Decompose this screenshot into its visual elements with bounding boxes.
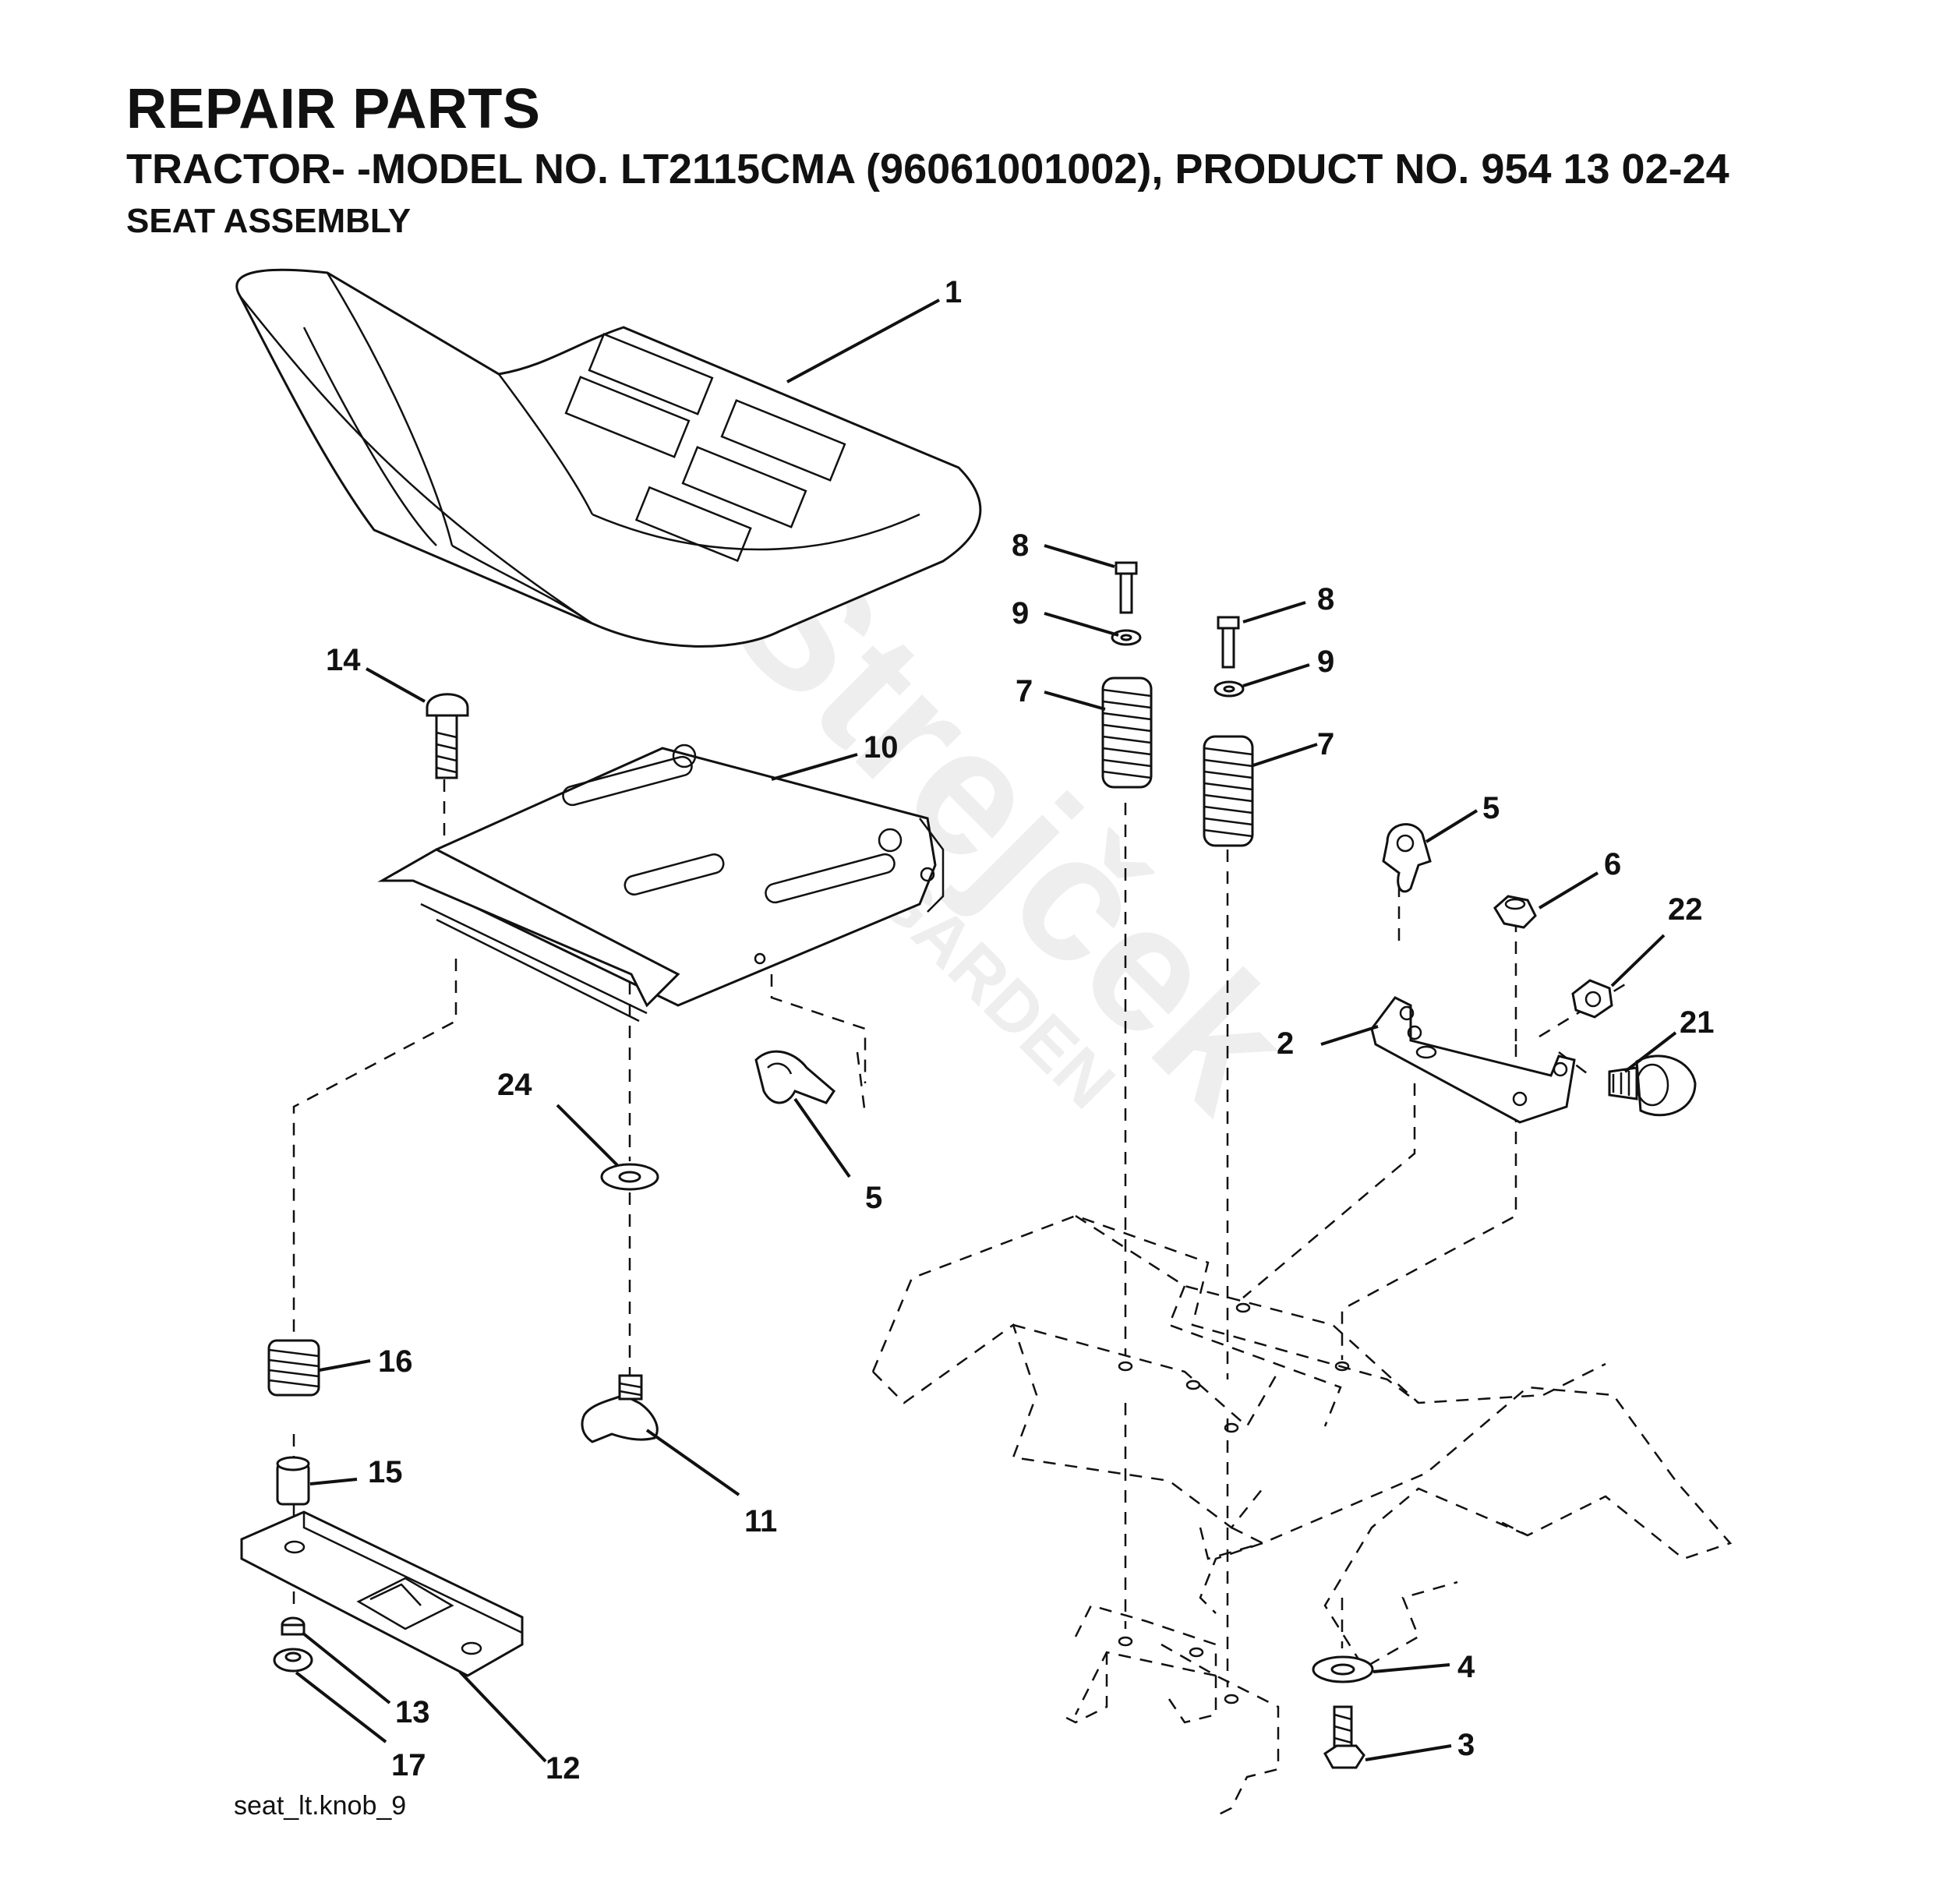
assembly-lines: [292, 779, 1630, 1687]
callout-5-right: 5: [1482, 791, 1500, 825]
washer-24: [600, 1163, 659, 1191]
washer-9-left: [1111, 629, 1142, 646]
bolt-8-right: [1217, 616, 1240, 669]
spring-7-right: [1203, 735, 1254, 847]
seat-cushion: [235, 268, 982, 648]
callout-7-left: 7: [1016, 674, 1033, 708]
callout-15: 15: [368, 1455, 403, 1489]
callouts: 1 14 10 8 9 7 8 9 7 5 6 22 2 21 5 24 16 …: [326, 275, 1715, 1786]
callout-8-left: 8: [1012, 528, 1029, 563]
spring-7-left: [1101, 676, 1153, 789]
callout-9-left: 9: [1012, 596, 1029, 631]
flange-nut-17: [273, 1648, 313, 1673]
hex-bolt-3: [1323, 1705, 1365, 1769]
callout-16: 16: [378, 1344, 413, 1379]
bolt-8-left: [1115, 561, 1138, 614]
washer-4: [1312, 1655, 1374, 1683]
tractor-frame-outline: [871, 1214, 1733, 1817]
diagram-code: seat_lt.knob_9: [234, 1791, 407, 1821]
seat-clip-left: [754, 1050, 835, 1104]
washer-9-right: [1213, 680, 1245, 698]
callout-24: 24: [497, 1068, 532, 1102]
frame-holes: [1118, 1302, 1350, 1704]
callout-11: 11: [744, 1504, 777, 1538]
spring-16: [267, 1339, 320, 1397]
callout-17: 17: [391, 1748, 426, 1782]
nut-13: [281, 1616, 306, 1636]
seat-clip-right: [1382, 823, 1432, 893]
pivot-bracket: [1370, 996, 1576, 1124]
callout-5-left: 5: [865, 1181, 882, 1215]
seat-bracket-plate: [240, 1510, 524, 1677]
lock-nut-6: [1493, 895, 1537, 929]
callout-21: 21: [1680, 1005, 1715, 1040]
model-subtitle: TRACTOR- -MODEL NO. LT2115CMA (960610010…: [126, 146, 1729, 193]
callout-22: 22: [1668, 892, 1703, 927]
callout-10: 10: [864, 730, 899, 765]
leader-lines: [295, 298, 1677, 1763]
section-title: SEAT ASSEMBLY: [126, 202, 412, 240]
seat-pan: [377, 744, 945, 1023]
callout-2: 2: [1277, 1026, 1294, 1061]
seat-knob: [581, 1374, 659, 1443]
callout-7-right: 7: [1317, 727, 1334, 761]
nut-22: [1571, 979, 1613, 1019]
callout-1: 1: [945, 275, 962, 309]
callout-14: 14: [326, 643, 361, 677]
callout-8-right: 8: [1317, 582, 1334, 616]
callout-4: 4: [1457, 1650, 1475, 1684]
callout-6: 6: [1604, 847, 1621, 881]
callout-12: 12: [546, 1751, 581, 1786]
callout-3: 3: [1457, 1728, 1475, 1762]
carriage-bolt: [426, 693, 469, 779]
shoulder-bolt-21: [1608, 1054, 1697, 1117]
bushing-15: [276, 1456, 310, 1506]
page-title: REPAIR PARTS: [126, 78, 541, 140]
callout-13: 13: [395, 1695, 430, 1729]
callout-9-right: 9: [1317, 645, 1334, 679]
